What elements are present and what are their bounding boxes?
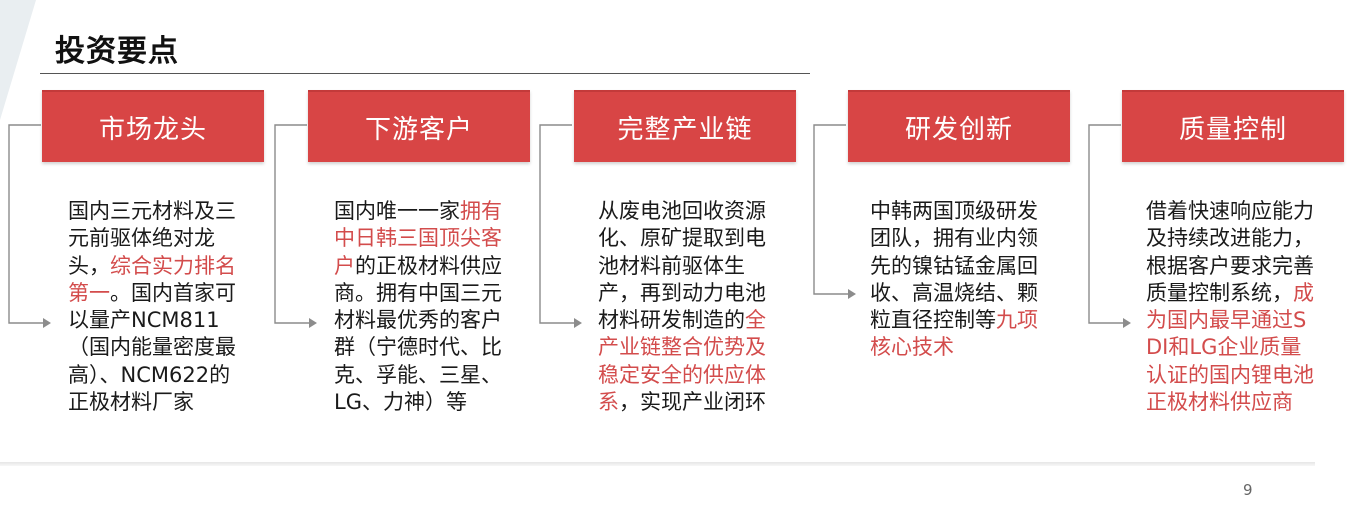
bracket-arrow-connector	[274, 124, 317, 328]
title-divider	[40, 73, 810, 74]
highlight-text: 九项核心技术	[870, 308, 1038, 360]
body-text-segment: 从废电池回收资源化、原矿提取到电池材料前驱体生产，再到动力电池材料研发制造的	[598, 199, 766, 333]
header-complete-chain: 完整产业链	[574, 90, 796, 162]
highlight-text: 全产业链整合优势及稳定安全的供应体系	[598, 308, 766, 415]
footer-divider	[0, 462, 1315, 466]
body-downstream-customers: 国内唯一一家拥有中日韩三国顶尖客户的正极材料供应商。拥有中国三元材料最优秀的客户…	[334, 198, 506, 416]
body-text-segment: 借着快速响应能力及持续改进能力，根据客户要求完善质量控制系统，	[1146, 199, 1314, 305]
body-market-leader: 国内三元材料及三元前驱体绝对龙头，综合实力排名第一。国内首家可以量产NCM811…	[68, 198, 240, 416]
bracket-arrow-connector	[539, 124, 582, 328]
column-market-leader: 市场龙头 国内三元材料及三元前驱体绝对龙头，综合实力排名第一。国内首家可以量产N…	[7, 90, 264, 460]
body-complete-chain: 从废电池回收资源化、原矿提取到电池材料前驱体生产，再到动力电池材料研发制造的全产…	[598, 198, 770, 416]
column-downstream-customers: 下游客户 国内唯一一家拥有中日韩三国顶尖客户的正极材料供应商。拥有中国三元材料最…	[273, 90, 530, 460]
highlight-text: 综合实力排名第一	[68, 253, 236, 305]
page-title: 投资要点	[55, 34, 179, 69]
highlight-text: 成为国内最早通过SDI和LG企业质量认证的国内锂电池正极材料供应商	[1146, 280, 1314, 415]
header-market-leader: 市场龙头	[42, 90, 264, 162]
header-downstream-customers: 下游客户	[308, 90, 530, 162]
column-complete-chain: 完整产业链 从废电池回收资源化、原矿提取到电池材料前驱体生产，再到动力电池材料研…	[538, 90, 796, 460]
header-rd-innovation: 研发创新	[848, 90, 1070, 162]
body-text-segment: 。国内首家可以量产NCM811（国内能量密度最高）、NCM622的正极材料厂家	[68, 280, 236, 415]
column-rd-innovation: 研发创新 中韩两国顶级研发团队，拥有业内领先的镍钴锰金属回收、高温烧结、颗粒直径…	[812, 90, 1070, 460]
highlight-text: 拥有中日韩三国顶尖客户	[334, 199, 502, 278]
body-text-segment: 的正极材料供应商。拥有中国三元材料最优秀的客户群（宁德时代、比克、孚能、三星、L…	[334, 253, 502, 415]
body-rd-innovation: 中韩两国顶级研发团队，拥有业内领先的镍钴锰金属回收、高温烧结、颗粒直径控制等九项…	[870, 198, 1042, 362]
bracket-arrow-connector	[1088, 124, 1131, 328]
corner-decoration	[0, 0, 36, 120]
body-text-segment: 国内唯一一家	[334, 199, 460, 223]
page-number: 9	[1243, 481, 1253, 499]
body-quality-control: 借着快速响应能力及持续改进能力，根据客户要求完善质量控制系统，成为国内最早通过S…	[1146, 198, 1318, 416]
header-quality-control: 质量控制	[1122, 90, 1344, 162]
column-quality-control: 质量控制 借着快速响应能力及持续改进能力，根据客户要求完善质量控制系统，成为国内…	[1087, 90, 1344, 460]
body-text-segment: 中韩两国顶级研发团队，拥有业内领先的镍钴锰金属回收、高温烧结、颗粒直径控制等	[870, 199, 1038, 333]
bracket-arrow-connector	[813, 124, 856, 299]
bracket-arrow-connector	[8, 124, 51, 328]
body-text-segment: 国内三元材料及三元前驱体绝对龙头，	[68, 199, 236, 278]
body-text-segment: ，实现产业闭环	[619, 390, 766, 415]
